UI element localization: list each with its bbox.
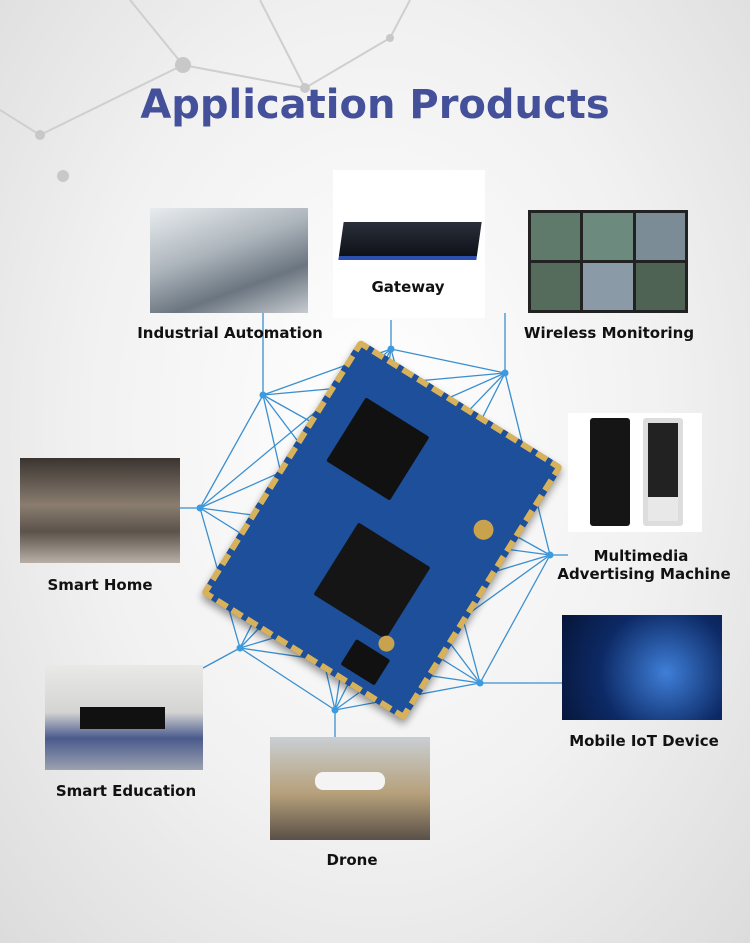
label-smart-home: Smart Home: [47, 576, 153, 594]
network-line: [202, 647, 241, 669]
gateway-device-image: [333, 170, 485, 318]
network-node: [387, 345, 395, 353]
label-advertising-machine: Advertising Machine: [557, 565, 731, 583]
touch-hand-image: [562, 615, 722, 720]
network-node: [331, 706, 339, 714]
network-line: [479, 554, 551, 684]
robot-arm-image: [150, 208, 308, 313]
network-node: [196, 504, 204, 512]
label-drone: Drone: [326, 851, 378, 869]
network-node: [259, 391, 267, 399]
label-mobile-iot-device: Mobile IoT Device: [569, 732, 719, 750]
network-line: [239, 647, 336, 711]
network-node: [501, 369, 509, 377]
living-room-image: [20, 458, 180, 563]
cctv-monitors-image: [528, 210, 688, 313]
label-industrial-automation: Industrial Automation: [137, 324, 323, 342]
network-node: [476, 679, 484, 687]
classroom-image: [45, 665, 203, 770]
drone-image: [270, 737, 430, 840]
label-wireless-monitoring: Wireless Monitoring: [523, 324, 695, 342]
network-line: [390, 348, 506, 374]
network-node: [546, 551, 554, 559]
label-gateway: Gateway: [371, 278, 445, 296]
page-title: Application Products: [140, 82, 610, 128]
kiosk-display-image: [568, 413, 702, 532]
label-smart-education: Smart Education: [55, 782, 197, 800]
network-line: [199, 394, 264, 509]
network-node: [236, 644, 244, 652]
label-multimedia: Multimedia: [593, 547, 689, 565]
